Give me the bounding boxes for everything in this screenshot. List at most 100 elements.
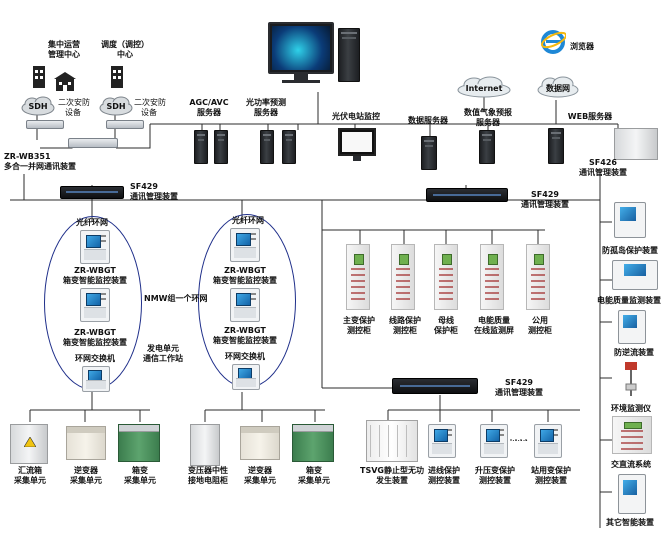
ac-dc-label: 交直流系统 bbox=[611, 460, 651, 469]
workstation-tower bbox=[338, 28, 360, 82]
workstation-base bbox=[282, 80, 320, 83]
env-monitor-device bbox=[624, 362, 638, 396]
combiner-box bbox=[10, 424, 48, 464]
agc-server-label: AGC/AVC 服务器 bbox=[189, 98, 229, 117]
security-device-left bbox=[26, 120, 64, 129]
pv-monitor-label: 光伏电站监控 bbox=[332, 112, 380, 121]
power-quality-screen-label: 电能质量 在线监测屏 bbox=[474, 316, 514, 335]
box-transformer-right bbox=[292, 424, 334, 462]
line-protect-label: 线路保护 测控柜 bbox=[389, 316, 421, 335]
weather-server-tower bbox=[479, 130, 495, 164]
sf429-bottom-label: SF429 通讯管理装置 bbox=[495, 378, 543, 397]
public-cabinet bbox=[526, 244, 550, 310]
sf429-bottom-device bbox=[392, 378, 478, 394]
sf426-label: SF426 通讯管理装置 bbox=[579, 158, 627, 177]
data-server-tower bbox=[421, 136, 437, 170]
tsvg-device bbox=[366, 420, 418, 462]
sf429-right-label: SF429 通讯管理装置 bbox=[521, 190, 569, 209]
zr-wbgt-label-4: ZR-WBGT 箱变智能监控装置 bbox=[213, 326, 277, 345]
sf429-left-label: SF429 通讯管理装置 bbox=[130, 182, 178, 201]
ring-switch-left-label: 环网交换机 bbox=[75, 354, 115, 363]
forecast-server-2 bbox=[282, 130, 296, 164]
zr-wb351-label: ZR-WB351 多合一并网通讯装置 bbox=[4, 152, 76, 171]
ring-switch-right-device bbox=[232, 364, 260, 390]
inverter-right-label: 逆变器 采集单元 bbox=[244, 466, 276, 485]
main-transformer-cabinet bbox=[346, 244, 370, 310]
fiber-ring-right-label: 光纤环网 bbox=[232, 216, 264, 225]
security-label-left: 二次安防 设备 bbox=[58, 98, 90, 117]
sdh-label-right: SDH bbox=[106, 102, 126, 111]
ellipsis-label: …… bbox=[512, 434, 528, 443]
inverter-left-cabinet bbox=[66, 426, 106, 460]
building-icon bbox=[52, 70, 78, 92]
cloud-icon-datanet bbox=[536, 76, 580, 98]
cloud-icon-sdh-right bbox=[98, 96, 134, 116]
inverter-right-cabinet bbox=[240, 426, 280, 460]
pv-monitor-stand bbox=[353, 156, 361, 161]
fiber-ring-left-label: 光纤环网 bbox=[76, 218, 108, 227]
busbar-cabinet bbox=[434, 244, 458, 310]
warning-triangle-icon bbox=[24, 437, 36, 447]
neutral-grounding-label: 变压器中性 接地电阻柜 bbox=[188, 466, 228, 485]
internet-label: Internet bbox=[465, 84, 503, 93]
weather-server-label: 数值气象预报 服务器 bbox=[464, 108, 512, 127]
anti-islanding-device bbox=[614, 202, 646, 238]
busbar-label: 母线 保护柜 bbox=[434, 316, 458, 335]
workstation-stand bbox=[294, 74, 308, 80]
station-transformer-label: 站用变保护 测控装置 bbox=[531, 466, 571, 485]
building-icon-right bbox=[110, 62, 124, 88]
pv-monitor-display bbox=[338, 128, 376, 156]
station-transformer-device bbox=[534, 424, 562, 458]
datanet-label: 数据网 bbox=[546, 84, 570, 93]
ring-switch-right-label: 环网交换机 bbox=[225, 352, 265, 361]
power-quality-device bbox=[612, 260, 658, 290]
anti-reverse-device bbox=[618, 310, 646, 344]
incoming-line-device bbox=[428, 424, 456, 458]
public-cabinet-label: 公用 测控柜 bbox=[528, 316, 552, 335]
tsvg-label: TSVG静止型无功 发生装置 bbox=[360, 466, 424, 485]
boost-transformer-device bbox=[480, 424, 508, 458]
workstation-monitor bbox=[268, 22, 334, 74]
agc-server-2 bbox=[214, 130, 228, 164]
zr-wbgt-label-3: ZR-WBGT 箱变智能监控装置 bbox=[213, 266, 277, 285]
sf429-left-device bbox=[60, 186, 124, 199]
gen-unit-label: 发电单元 通信工作站 bbox=[143, 344, 183, 363]
box-transformer-left bbox=[118, 424, 160, 462]
sdh-label-left: SDH bbox=[28, 102, 48, 111]
agc-server-1 bbox=[194, 130, 208, 164]
power-forecast-label: 光功率预测 服务器 bbox=[246, 98, 286, 117]
other-devices-label: 其它智能装置 bbox=[606, 518, 654, 527]
main-transformer-label: 主变保护 测控柜 bbox=[343, 316, 375, 335]
line-protect-cabinet bbox=[391, 244, 415, 310]
zr-wbgt-device-2 bbox=[80, 288, 110, 322]
zr-wbgt-label-2: ZR-WBGT 箱变智能监控装置 bbox=[63, 328, 127, 347]
ac-dc-cabinet bbox=[612, 416, 652, 454]
cloud-icon-sdh-left bbox=[20, 96, 56, 116]
zr-wbgt-device-3 bbox=[230, 228, 260, 262]
zr-wbgt-device-4 bbox=[230, 288, 260, 322]
ring-switch-left-device bbox=[82, 366, 110, 392]
central-center-label: 集中运营 管理中心 bbox=[48, 40, 80, 59]
building-icon-left bbox=[32, 62, 46, 88]
inverter-left-label: 逆变器 采集单元 bbox=[70, 466, 102, 485]
combiner-label: 汇流箱 采集单元 bbox=[14, 466, 46, 485]
box-transformer-left-label: 箱变 采集单元 bbox=[124, 466, 156, 485]
anti-reverse-label: 防逆流装置 bbox=[614, 348, 654, 357]
sf426-device bbox=[614, 128, 658, 160]
forecast-server-1 bbox=[260, 130, 274, 164]
web-server-tower bbox=[548, 128, 564, 164]
security-device-right bbox=[106, 120, 144, 129]
neutral-grounding-cabinet bbox=[190, 424, 220, 466]
boost-transformer-label: 升压变保护 测控装置 bbox=[475, 466, 515, 485]
sf429-right-device bbox=[426, 188, 508, 202]
data-server-label: 数据服务器 bbox=[408, 116, 448, 125]
ie-browser-icon bbox=[540, 28, 567, 56]
web-server-label: WEB服务器 bbox=[567, 112, 613, 121]
power-quality-screen bbox=[480, 244, 504, 310]
cloud-icon-internet bbox=[456, 76, 512, 98]
dispatch-center-label: 调度（调控） 中心 bbox=[101, 40, 149, 59]
other-devices-device bbox=[618, 474, 646, 514]
nmw-ring-label: NMW组一个环网 bbox=[144, 294, 208, 303]
power-quality-device-label: 电能质量监测装置 bbox=[597, 296, 661, 305]
